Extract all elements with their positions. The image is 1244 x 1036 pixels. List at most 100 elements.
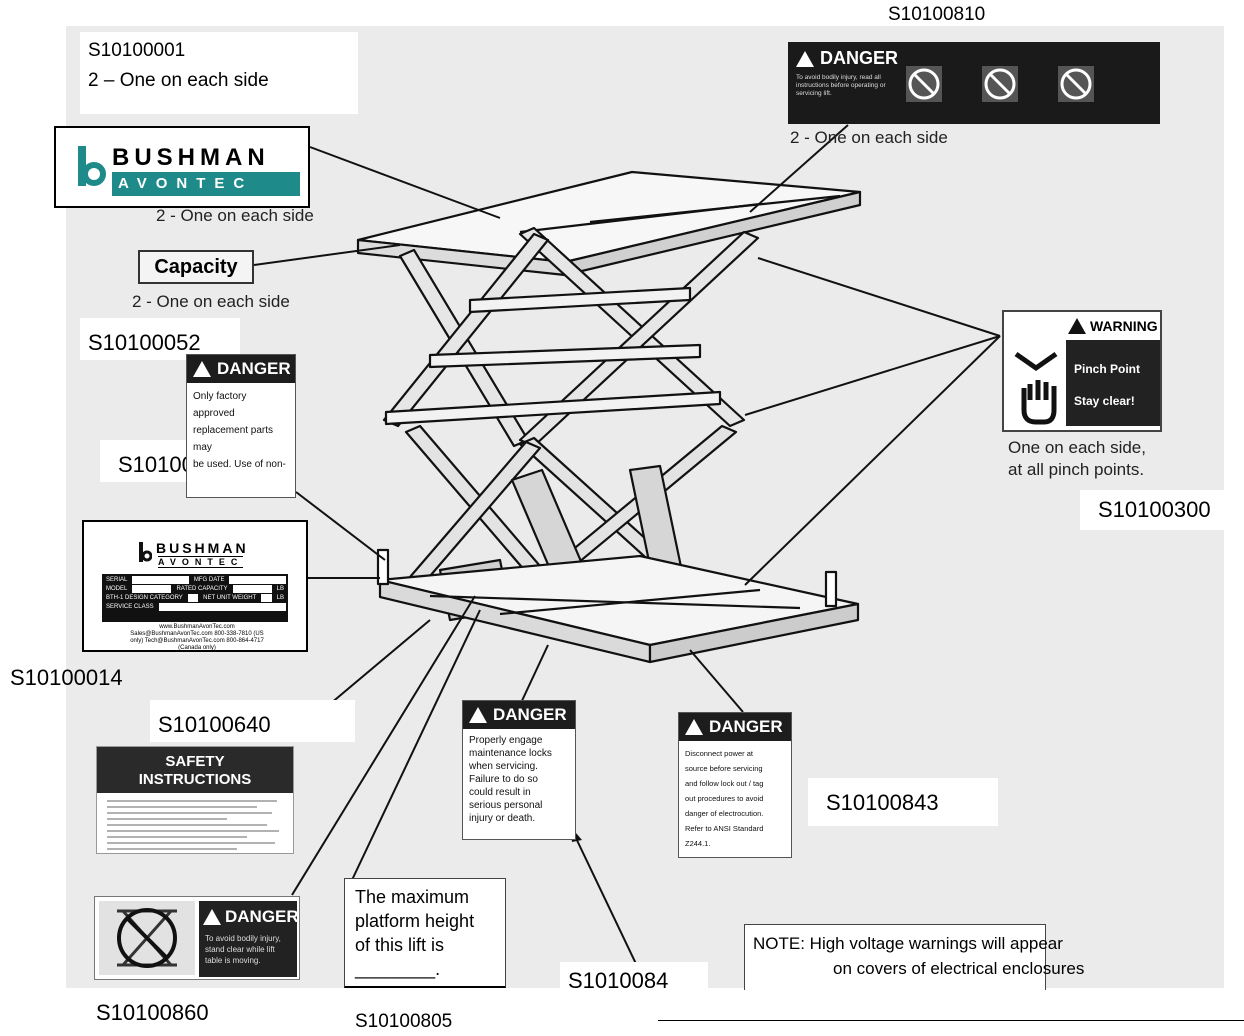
nameplate-unit: LB <box>276 586 284 592</box>
pinch-hand-icon <box>1014 351 1058 425</box>
danger-line: Z244.1. <box>685 839 711 848</box>
danger-line: could result in <box>469 787 531 798</box>
code-patch <box>1080 490 1244 530</box>
warning-triangle-icon <box>193 361 211 377</box>
danger-line: Properly engage <box>469 735 543 746</box>
code-patch <box>80 318 240 360</box>
max-height-line: of this lift is <box>355 935 445 955</box>
danger-line: Failure to do so <box>469 774 538 785</box>
bushman-logo-icon <box>78 146 106 186</box>
part-code-s10100805: S10100805 <box>355 1011 453 1032</box>
crush-hazard-icon <box>99 901 195 975</box>
danger-text: To avoid bodily injury, stand clear whil… <box>205 934 281 965</box>
part-code-s10100843: S10100843 <box>826 790 939 815</box>
part-code-s10100052: S10100052 <box>88 330 201 355</box>
nameplate-field-label: SERVICE CLASS <box>106 604 154 610</box>
danger-line: and follow lock out / tag <box>685 779 764 788</box>
nameplate-field-label: MODEL <box>106 586 128 592</box>
quantity-note: 2 - One on each side <box>156 206 314 225</box>
serial-nameplate-decal: BUSHMAN AVONTEC SERIAL MFG DATE MODEL RATE… <box>82 520 308 652</box>
warning-triangle-icon <box>1068 318 1086 334</box>
danger-replacement-parts-decal: DANGER Only factory approved replacement… <box>186 354 296 498</box>
part-code-s10100014: S10100014 <box>10 665 123 690</box>
nameplate-logo-line1: BUSHMAN <box>156 540 249 556</box>
warning-triangle-icon <box>796 50 814 67</box>
nameplate-unit: LB <box>276 595 285 601</box>
nameplate-field-label: RATED CAPACITY <box>176 586 228 592</box>
danger-read-instructions-decal: DANGER To avoid bodily injury, read all … <box>788 42 1160 124</box>
bottom-rule <box>658 1020 1244 1021</box>
capacity-decal: Capacity <box>138 250 254 284</box>
danger-line: Disconnect power at <box>685 749 753 758</box>
code-patch <box>560 962 708 1002</box>
part-code-s10100810: S10100810 <box>888 4 986 25</box>
danger-title: DANGER <box>225 907 299 926</box>
danger-title: DANGER <box>493 705 567 724</box>
warning-line: Pinch Point <box>1074 362 1140 376</box>
safety-instructions-decal: SAFETY INSTRUCTIONS <box>96 746 294 854</box>
danger-line: when servicing. <box>469 761 538 772</box>
danger-line: replacement parts may <box>193 425 274 453</box>
bushman-logo-icon <box>139 542 152 562</box>
danger-disconnect-power-decal: DANGER Disconnect power at source before… <box>678 712 792 858</box>
part-code-s10100001: S10100001 <box>88 40 186 61</box>
danger-line: danger of electrocution. <box>685 809 764 818</box>
nameplate-footer: www.BushmanAvonTec.com Sales@BushmanAvon… <box>130 624 264 651</box>
danger-line: Only factory approved <box>193 391 247 419</box>
no-hands-icon <box>906 66 942 102</box>
quantity-note: 2 – One on each side <box>88 70 269 91</box>
warning-triangle-icon <box>685 719 703 735</box>
quantity-note: 2 - One on each side <box>790 128 948 147</box>
danger-line: injury or death. <box>469 813 536 824</box>
nameplate-field-label: SERIAL <box>106 577 128 583</box>
danger-line: source before servicing <box>685 764 763 773</box>
danger-line: out procedures to avoid <box>685 794 764 803</box>
danger-maintenance-locks-decal: DANGER Properly engage maintenance locks… <box>462 700 576 840</box>
part-code-s10100300: S10100300 <box>1098 497 1211 522</box>
danger-stand-clear-decal: DANGER To avoid bodily injury, stand cle… <box>94 896 300 980</box>
logo-line2: AVONTEC <box>118 175 254 192</box>
safety-title: INSTRUCTIONS <box>138 771 252 788</box>
part-code-s1010084: S1010084 <box>568 968 669 993</box>
no-feet-icon <box>982 66 1018 102</box>
lockout-icon <box>1058 66 1094 102</box>
warning-title: WARNING <box>1090 318 1158 334</box>
danger-title: DANGER <box>709 717 783 736</box>
danger-title: DANGER <box>820 48 899 68</box>
danger-line: serious personal <box>469 800 543 811</box>
scissor-arm <box>518 226 746 428</box>
note-line: on covers of electrical enclosures <box>833 959 1085 978</box>
danger-line: be used. Use of non- <box>193 459 286 470</box>
nameplate-logo-line2: AVONTEC <box>158 556 244 568</box>
danger-line: Refer to ANSI Standard <box>685 824 764 833</box>
safety-title: SAFETY <box>165 753 225 770</box>
code-patch <box>808 778 998 826</box>
warning-line: Stay clear! <box>1074 394 1135 408</box>
logo-line1: BUSHMAN <box>112 144 270 171</box>
warning-triangle-icon <box>203 909 221 925</box>
code-patch <box>80 32 358 114</box>
danger-title: DANGER <box>217 359 291 378</box>
bushman-logo-decal: BUSHMAN AVONTEC <box>54 126 310 208</box>
danger-text: To avoid bodily injury, read all instruc… <box>796 74 886 97</box>
quantity-note: One on each side, <box>1008 438 1146 457</box>
nameplate-field-label: NET UNIT WEIGHT <box>203 595 257 601</box>
quantity-note: at all pinch points. <box>1008 460 1145 479</box>
part-code-s10100640: S10100640 <box>158 712 271 737</box>
note-box: NOTE: High voltage warnings will appear … <box>744 924 1085 990</box>
instruction-lines <box>107 800 279 850</box>
warning-triangle-icon <box>469 707 487 723</box>
max-height-blank: ________. <box>355 959 441 979</box>
max-height-decal: The maximum platform height of this lift… <box>344 878 506 988</box>
quantity-note: 2 - One on each side <box>132 292 290 311</box>
note-line: NOTE: High voltage warnings will appear <box>753 934 1063 953</box>
nameplate-field-label: MFG DATE <box>193 577 225 583</box>
warning-pinch-point-decal: WARNING Pinch Point Stay clear! <box>1002 310 1162 432</box>
part-code-s10100860: S10100860 <box>96 1000 209 1025</box>
nameplate-field-label: BTH-1 DESIGN CATEGORY <box>106 595 183 601</box>
danger-line: maintenance locks <box>469 748 552 759</box>
max-height-line: platform height <box>355 911 475 931</box>
code-patch <box>150 700 355 742</box>
